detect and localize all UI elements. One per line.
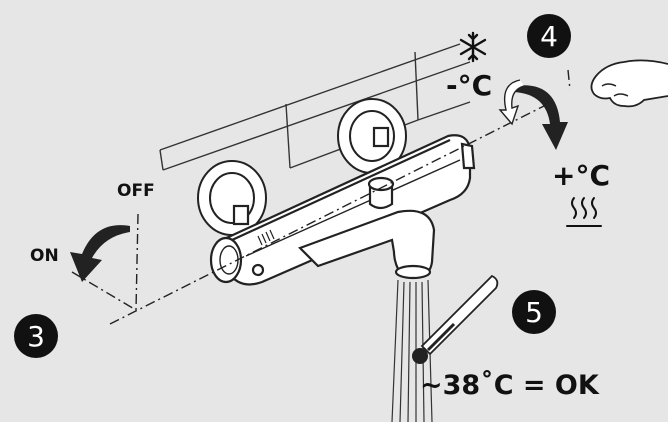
cold-label: -°C <box>446 69 493 102</box>
rotation-arrow-temperature <box>498 79 568 150</box>
step-5-badge: 5 <box>512 290 556 334</box>
step-4-badge: 4 <box>527 14 571 58</box>
hot-label: +°C <box>552 159 611 192</box>
dial-scale-marks <box>257 229 275 246</box>
snowflake-icon <box>459 31 487 63</box>
hand-icon <box>590 59 668 108</box>
axis-guides <box>71 69 571 325</box>
step-3-badge: 3 <box>14 314 58 358</box>
result-label: ~38˚C = OK <box>420 370 599 401</box>
faucet-body <box>209 126 476 286</box>
on-label: ON <box>30 246 59 266</box>
heat-waves-icon <box>566 197 602 227</box>
right-wall-mount <box>337 98 407 174</box>
thermometer-icon <box>412 274 499 364</box>
rotation-arrow-on <box>70 225 130 282</box>
off-label: OFF <box>117 181 155 201</box>
